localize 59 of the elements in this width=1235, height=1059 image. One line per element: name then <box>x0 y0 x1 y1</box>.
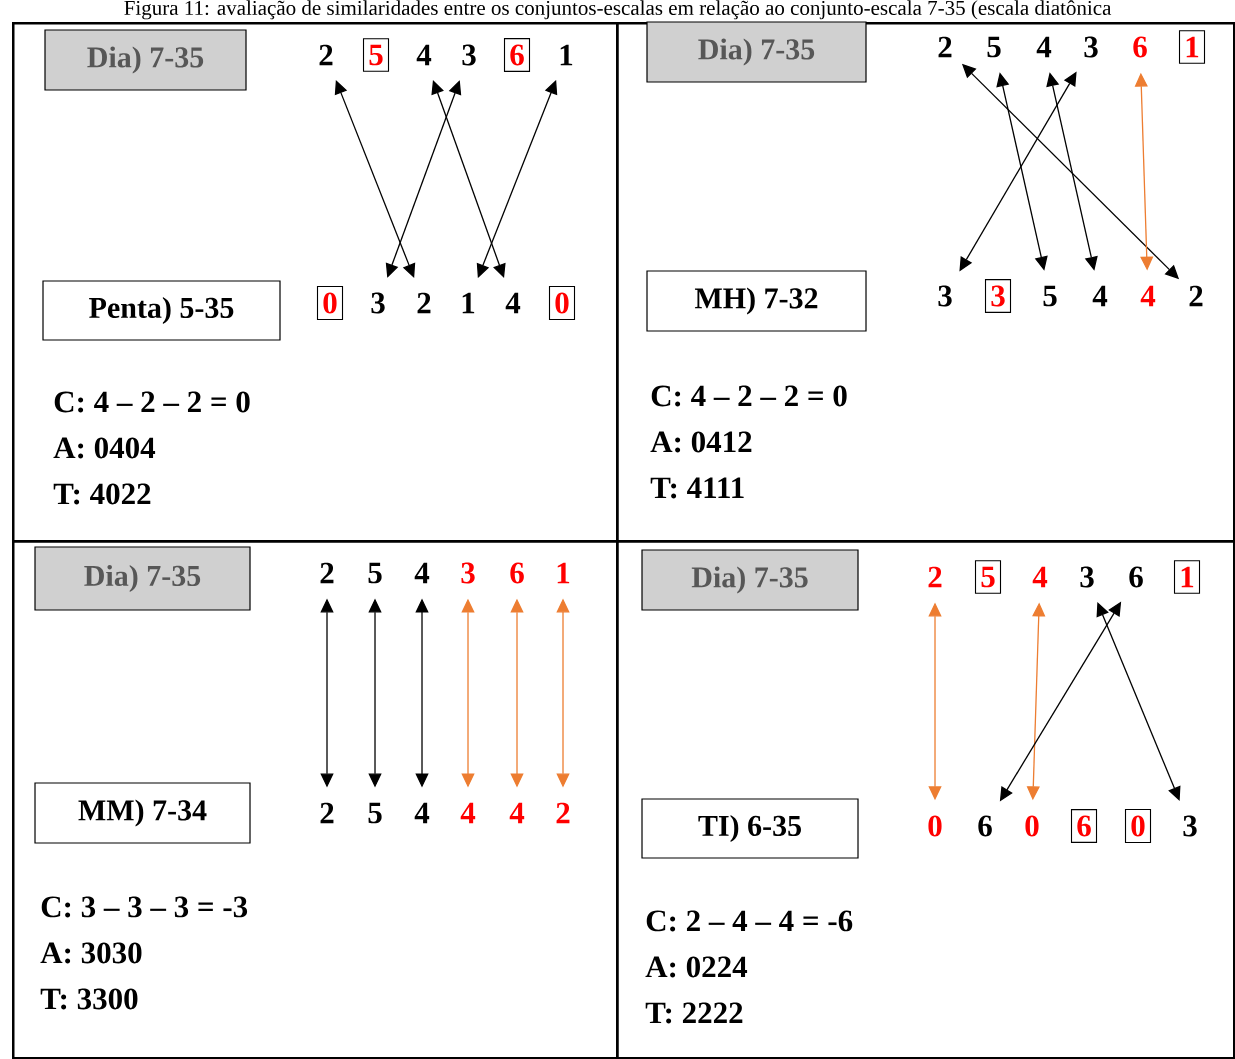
number: 4 <box>1092 285 1108 307</box>
number: 3 <box>938 285 952 307</box>
number: 6 <box>1133 36 1147 58</box>
boxed-number: 0 <box>548 286 576 320</box>
number: 1 <box>557 562 570 584</box>
number: 4 <box>1036 36 1052 58</box>
number: 1 <box>462 292 475 314</box>
number: 6 <box>978 815 992 837</box>
number: 0 <box>1025 815 1039 837</box>
number: 3 <box>1080 566 1094 588</box>
number: 2 <box>938 36 952 58</box>
boxed-number: 5 <box>974 560 1002 594</box>
boxed-number: 6 <box>1070 809 1098 843</box>
number: 5 <box>368 562 382 584</box>
number: 3 <box>1183 815 1197 837</box>
number: 2 <box>320 562 334 584</box>
number: 6 <box>510 562 524 584</box>
number: 5 <box>987 36 1001 58</box>
number: 4 <box>416 44 432 66</box>
number: 3 <box>461 562 475 584</box>
number: 4 <box>414 562 430 584</box>
label-box: Dia) 7-35 <box>646 21 867 83</box>
number: 4 <box>1032 566 1048 588</box>
number: 4 <box>505 292 521 314</box>
boxed-number: 6 <box>503 38 531 72</box>
number: 6 <box>1129 566 1143 588</box>
number: 2 <box>320 802 334 824</box>
number: 2 <box>1189 285 1203 307</box>
number: 2 <box>556 802 570 824</box>
number: 4 <box>509 802 525 824</box>
boxed-number: 1 <box>1173 560 1201 594</box>
label-box: Dia) 7-35 <box>641 549 859 611</box>
label-box: MM) 7-34 <box>34 782 251 844</box>
label-box: Penta) 5-35 <box>42 280 281 341</box>
boxed-number: 5 <box>362 38 390 72</box>
number: 4 <box>414 802 430 824</box>
number: 2 <box>319 44 333 66</box>
number: 2 <box>928 566 942 588</box>
label-box: Dia) 7-35 <box>34 546 251 611</box>
number: 3 <box>462 44 476 66</box>
number: 3 <box>371 292 385 314</box>
number: 1 <box>560 44 573 66</box>
number: 5 <box>368 802 382 824</box>
number: 5 <box>1043 285 1057 307</box>
label-box: TI) 6-35 <box>641 798 859 859</box>
number: 4 <box>460 802 476 824</box>
label-box: MH) 7-32 <box>646 270 867 332</box>
boxed-number: 0 <box>316 286 344 320</box>
number: 4 <box>1140 285 1156 307</box>
double-arrow <box>385 80 462 278</box>
boxed-number: 3 <box>984 279 1012 313</box>
caption: Figura 11: avaliação de similaridades entre os conjuntos-escalas em relação ao conjunto-escala 7-35 (escala diatônica <box>124 0 1112 20</box>
number: 3 <box>1084 36 1098 58</box>
number: 2 <box>417 292 431 314</box>
boxed-number: 1 <box>1178 30 1206 64</box>
number: 0 <box>928 815 942 837</box>
double-arrow <box>1096 602 1181 801</box>
boxed-number: 0 <box>1124 809 1152 843</box>
label-box: Dia) 7-35 <box>44 29 247 91</box>
